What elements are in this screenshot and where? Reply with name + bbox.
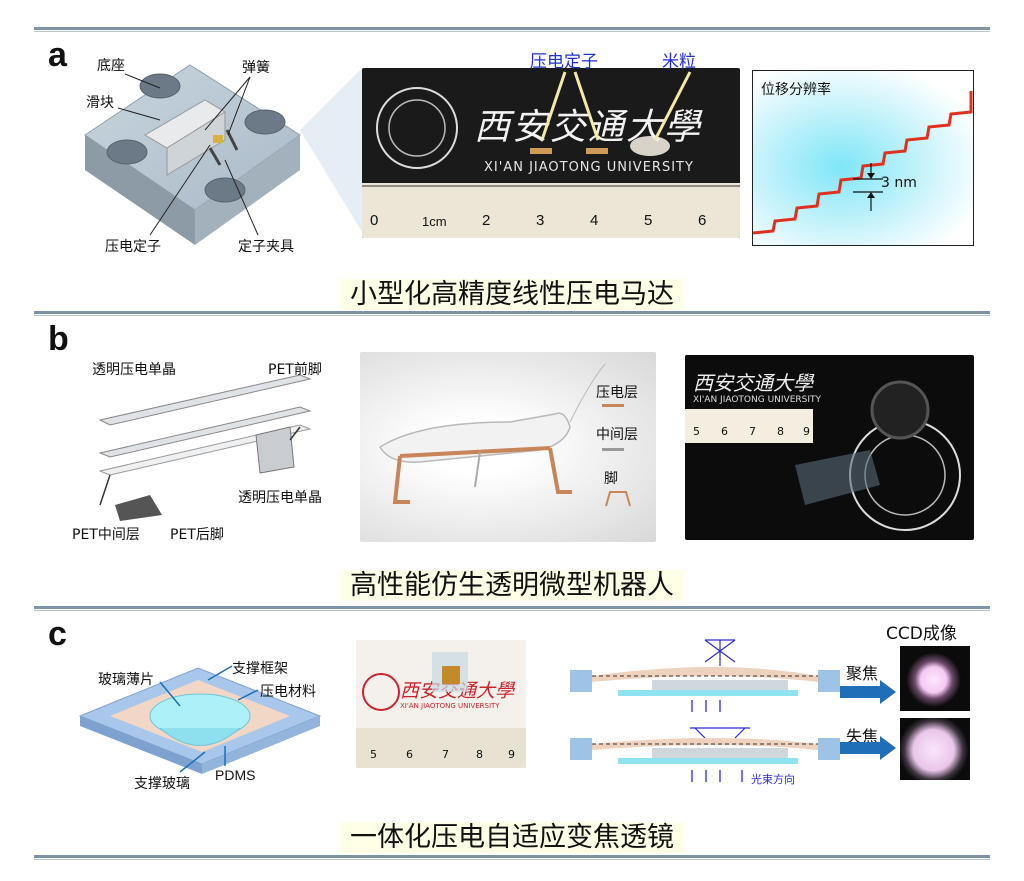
focus-label: 聚焦 [846, 664, 879, 683]
caption-c: 一体化压电自适应变焦透镜 [0, 815, 1024, 854]
displacement-inset: 位移分辨率 3 nm [752, 70, 974, 246]
inset-title: 位移分辨率 [761, 82, 831, 98]
focus-arrows [840, 680, 896, 760]
step-label: 3 nm [881, 175, 917, 191]
ccd-defocused-image [900, 718, 970, 780]
photo-a-content [362, 87, 740, 238]
ruler-a-num-4: 4 [590, 212, 599, 229]
legend-foot-glyph [605, 491, 631, 507]
caption-a: 小型化高精度线性压电马达 [0, 272, 1024, 311]
label-front-foot: PET前脚 [268, 362, 322, 378]
schematic-focused [570, 639, 840, 712]
divider-b [34, 311, 990, 316]
legend-foot: 脚 [604, 471, 618, 487]
label-rear-foot: PET后脚 [170, 527, 224, 543]
divider-bottom [34, 855, 990, 860]
ruler-a-num-2: 2 [482, 212, 491, 229]
ruler-b-num-0: 5 [693, 425, 700, 438]
ruler-c-num-1: 6 [406, 748, 413, 761]
lens-structure-diagram [78, 667, 322, 774]
lens-photo: 西安交通大學 XI'AN JIAOTONG UNIVERSITY 5 6 7 8… [356, 640, 526, 768]
schematic-defocused [570, 727, 840, 782]
motor-leader-lines [117, 68, 362, 236]
ruler-a-ticks [362, 185, 740, 187]
ruler-c-num-4: 9 [508, 748, 515, 761]
ruler-a-num-1: 1cm [422, 214, 447, 229]
legend-middle: 中间层 [596, 427, 638, 443]
label-pdms: PDMS [215, 767, 256, 783]
ruler-a-num-6: 6 [698, 212, 707, 229]
panel-letter-b: b [48, 320, 69, 358]
photo-label-stator: 压电定子 [530, 52, 598, 72]
label-clamp: 定子夹具 [238, 239, 294, 255]
label-stator: 压电定子 [105, 239, 161, 255]
divider-c [34, 606, 990, 611]
photo-c-objects [356, 652, 526, 768]
photo-a-university: XI'AN JIAOTONG UNIVERSITY [484, 160, 694, 175]
ruler-c-num-0: 5 [370, 748, 377, 761]
label-spring: 弹簧 [242, 60, 270, 76]
label-base: 底座 [97, 58, 125, 74]
panel-letter-a: a [48, 36, 67, 74]
photo-b-calligraphy: 西安交通大學 [693, 371, 813, 395]
caption-b: 高性能仿生透明微型机器人 [0, 563, 1024, 602]
grasshopper-render: 压电层 中间层 脚 [360, 352, 656, 542]
ccd-title: CCD成像 [886, 624, 957, 644]
legend-piezo: 压电层 [596, 385, 638, 401]
label-top-crystal: 透明压电单晶 [92, 362, 176, 378]
label-frame: 支撑框架 [232, 661, 288, 677]
label-slider: 滑块 [86, 95, 114, 111]
ruler-b-num-4: 9 [803, 425, 810, 438]
photo-c-university: XI'AN JIAOTONG UNIVERSITY [400, 702, 500, 710]
photo-label-rice: 米粒 [662, 52, 696, 72]
ruler-a-num-3: 3 [536, 212, 545, 229]
photo-b-ruler: 5 6 7 8 9 [685, 409, 813, 443]
label-pet-mid: PET中间层 [72, 527, 140, 543]
ruler-a-num-0: 0 [370, 212, 379, 229]
focus-schematic [570, 639, 840, 782]
beam-direction-label: 光束方向 [751, 773, 795, 786]
robot-layers-diagram [98, 374, 312, 521]
caption-c-text: 一体化压电自适应变焦透镜 [340, 822, 684, 853]
ruler-b-num-1: 6 [721, 425, 728, 438]
photo-a-arrows [540, 71, 692, 141]
grasshopper-shape [378, 363, 606, 504]
photo-b-objects [795, 380, 961, 531]
photo-b-university: XI'AN JIAOTONG UNIVERSITY [693, 395, 822, 405]
ruler-b-num-2: 7 [749, 425, 756, 438]
panel-letter-c: c [48, 615, 67, 653]
defocus-label: 失焦 [846, 727, 879, 746]
caption-b-text: 高性能仿生透明微型机器人 [340, 570, 684, 601]
caption-a-text: 小型化高精度线性压电马达 [340, 279, 684, 310]
label-piezo-material: 压电材料 [260, 684, 316, 700]
legend-middle-swatch [602, 448, 624, 451]
ruler-a-num-5: 5 [644, 212, 653, 229]
staircase-trace [752, 91, 973, 235]
divider-top [34, 27, 990, 32]
legend-piezo-swatch [602, 404, 624, 407]
label-support-glass: 支撑玻璃 [134, 776, 190, 792]
label-glass-sheet: 玻璃薄片 [98, 672, 154, 688]
ruler-b-num-3: 8 [777, 425, 784, 438]
ruler-c-num-2: 7 [442, 748, 449, 761]
ruler-c-num-3: 8 [476, 748, 483, 761]
label-bottom-crystal: 透明压电单晶 [238, 490, 322, 506]
photo-a-ruler: 0 1cm 2 3 4 5 6 [362, 185, 740, 238]
ccd-focused-image [900, 646, 970, 711]
robot-photo: 西安交通大學 XI'AN JIAOTONG UNIVERSITY 5 6 7 8… [685, 355, 974, 540]
